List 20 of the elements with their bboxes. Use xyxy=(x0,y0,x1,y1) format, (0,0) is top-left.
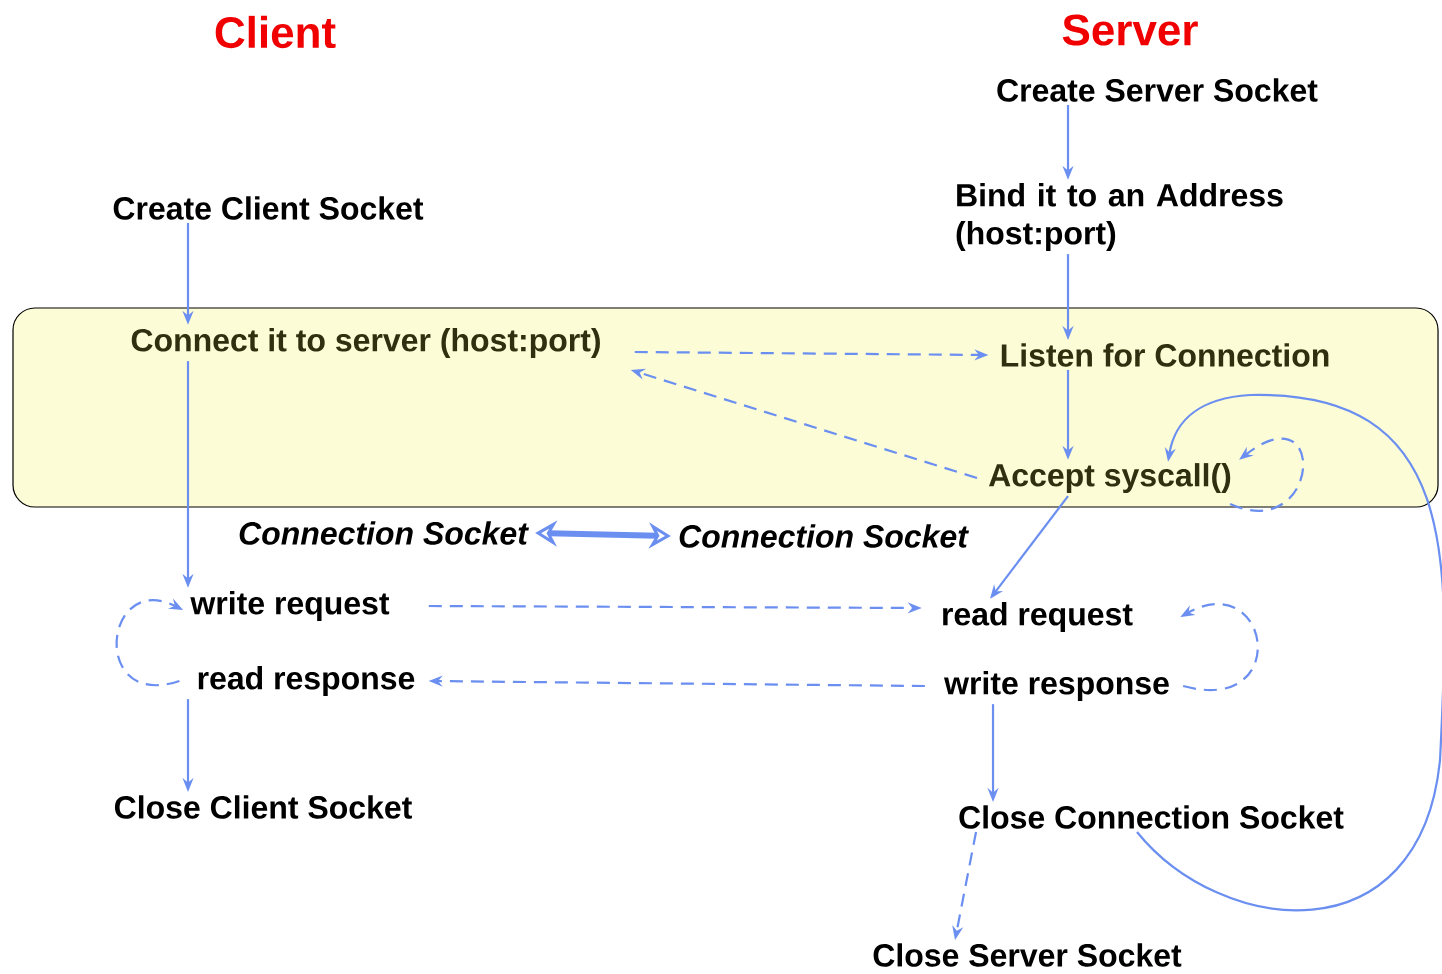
highlight-band xyxy=(12,307,1439,508)
loop-arrow xyxy=(1229,437,1304,512)
step-text: Close Connection Socket xyxy=(959,805,1344,829)
step-text: Listen for Connection xyxy=(1001,343,1329,367)
arrow xyxy=(1136,393,1442,911)
step-text: Close Server Socket xyxy=(873,943,1182,967)
step-text: Connect it to server (host:port) xyxy=(131,328,600,358)
step-text: Accept syscall() xyxy=(989,463,1231,493)
step-text: write request xyxy=(190,591,390,621)
column-heading: Client xyxy=(215,15,336,49)
step-text: Bind it to an Address (host:port) xyxy=(956,183,1283,251)
step-text: Connection Socket xyxy=(239,521,529,545)
step-text: Connection Socket xyxy=(679,524,969,548)
step-text: read request xyxy=(943,602,1133,632)
column-heading: Server xyxy=(1062,14,1198,46)
step-text: write response xyxy=(944,671,1169,701)
step-text: read response xyxy=(198,666,415,696)
step-text: Close Client Socket xyxy=(114,795,412,819)
step-text: Create Server Socket xyxy=(997,78,1318,102)
step-text: Create Client Socket xyxy=(113,196,424,220)
